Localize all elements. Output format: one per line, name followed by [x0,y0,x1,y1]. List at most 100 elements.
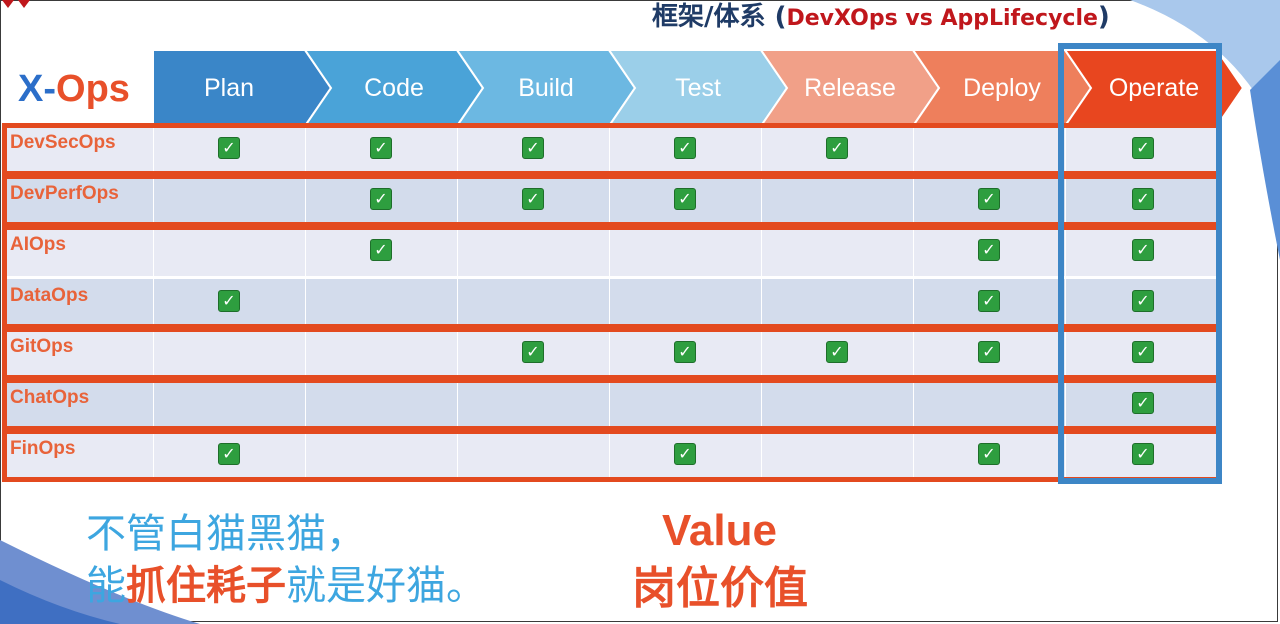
row-label: DevSecOps [10,132,116,153]
matrix-cell-test: ✓ [609,432,762,480]
check-icon: ✓ [218,137,240,159]
matrix-cell-plan: ✓ [153,126,306,174]
check-icon: ✓ [1132,290,1154,312]
matrix-cell-code [305,381,458,429]
group-box-5 [2,429,1222,482]
check-icon: ✓ [522,137,544,159]
matrix-row-devsecops: DevSecOps ✓ ✓ ✓ ✓ ✓ ✓ [2,126,1218,174]
matrix-cell-test: ✓ [609,330,762,378]
matrix-cell-deploy: ✓ [913,330,1066,378]
row-label: ChatOps [10,387,90,408]
matrix-cell-operate: ✓ [1065,330,1218,378]
title-open-paren: ( [774,2,787,32]
corner-shape-top-right [1130,0,1280,140]
matrix-row-devperfops: DevPerfOps ✓ ✓ ✓ ✓ ✓ [2,177,1218,225]
check-icon: ✓ [674,137,696,159]
value-heading: Value [662,506,777,555]
check-icon: ✓ [522,188,544,210]
matrix-cell-build: ✓ [457,126,610,174]
check-icon: ✓ [370,137,392,159]
stage-label-operate: Operate [1108,74,1200,102]
slide-title: 框架/体系 (DevXOps vs AppLifecycle) [652,0,1110,36]
quote-line-2-post: 就是好猫。 [286,563,486,609]
matrix-row-chatops: ChatOps ✓ [2,381,1218,429]
matrix-cell-deploy: ✓ [913,228,1066,276]
lifecycle-stages [152,49,1245,127]
row-label: AIOps [10,234,66,255]
matrix-cell-operate: ✓ [1065,381,1218,429]
matrix-cell-release [761,432,914,480]
matrix-cell-test [609,228,762,276]
matrix-cell-release: ✓ [761,126,914,174]
matrix-cell-deploy: ✓ [913,177,1066,225]
stage-label-build: Build [518,74,574,102]
matrix-cell-plan [153,381,306,429]
matrix-cell-code: ✓ [305,177,458,225]
row-label: DevPerfOps [10,183,119,204]
cat-quote: 不管白猫黑猫， 能抓住耗子就是好猫。 [86,508,486,612]
check-icon: ✓ [1132,392,1154,414]
stage-label-code: Code [364,74,424,102]
matrix-cell-deploy: ✓ [913,279,1066,327]
matrix-row-finops: FinOps✓✓✓✓ [2,432,1218,480]
matrix-cell-release [761,279,914,327]
matrix-cell-code [305,279,458,327]
matrix-cell-build: ✓ [457,177,610,225]
check-icon: ✓ [674,188,696,210]
matrix-cell-build [457,381,610,429]
matrix-cell-deploy [913,381,1066,429]
matrix-cell-plan: ✓ [153,432,306,480]
check-icon: ✓ [826,137,848,159]
matrix-cell-plan: ✓ [153,279,306,327]
check-icon: ✓ [1132,443,1154,465]
matrix-cell-build [457,432,610,480]
check-icon: ✓ [1132,341,1154,363]
matrix-cell-code [305,330,458,378]
xops-dash: - [43,68,57,110]
check-icon: ✓ [674,341,696,363]
xops-x: X [18,68,44,110]
check-icon: ✓ [522,341,544,363]
quote-line-1: 不管白猫黑猫， [86,511,366,557]
matrix-cell-operate: ✓ [1065,432,1218,480]
title-chinese: 框架/体系 [652,2,766,32]
stage-label-deploy: Deploy [963,74,1041,102]
row-label: GitOps [10,336,74,357]
check-icon: ✓ [978,341,1000,363]
matrix-cell-build [457,279,610,327]
matrix-cell-operate: ✓ [1065,126,1218,174]
matrix-cell-release [761,381,914,429]
row-label: DataOps [10,285,89,306]
matrix-cell-plan [153,177,306,225]
matrix-cell-deploy [913,126,1066,174]
matrix-cell-operate: ✓ [1065,228,1218,276]
matrix-cell-plan [153,330,306,378]
check-icon: ✓ [370,239,392,261]
quote-line-2-pre: 能 [86,563,126,609]
check-icon: ✓ [218,290,240,312]
group-box-1 [2,174,1222,227]
corner-shape-right [1250,60,1280,260]
title-close-paren: ) [1097,2,1110,32]
operate-highlight-box [1058,43,1222,484]
matrix-cell-code: ✓ [305,126,458,174]
check-icon: ✓ [978,290,1000,312]
corner-shape-bottom-left-dark [0,580,120,624]
row-label: FinOps [10,438,76,459]
matrix-cell-build: ✓ [457,330,610,378]
xops-logo: X-Ops [18,66,130,112]
stage-label-test: Test [675,74,721,102]
matrix-cell-code: ✓ [305,228,458,276]
group-box-0 [2,123,1222,176]
matrix-cell-code [305,432,458,480]
check-icon: ✓ [1132,188,1154,210]
check-icon: ✓ [674,443,696,465]
xops-ops: Ops [56,68,130,110]
check-icon: ✓ [826,341,848,363]
position-value-heading: 岗位价值 [632,563,808,614]
matrix-row-gitops: GitOps ✓ ✓ ✓ ✓ ✓ [2,330,1218,378]
check-icon: ✓ [218,443,240,465]
matrix-cell-plan [153,228,306,276]
